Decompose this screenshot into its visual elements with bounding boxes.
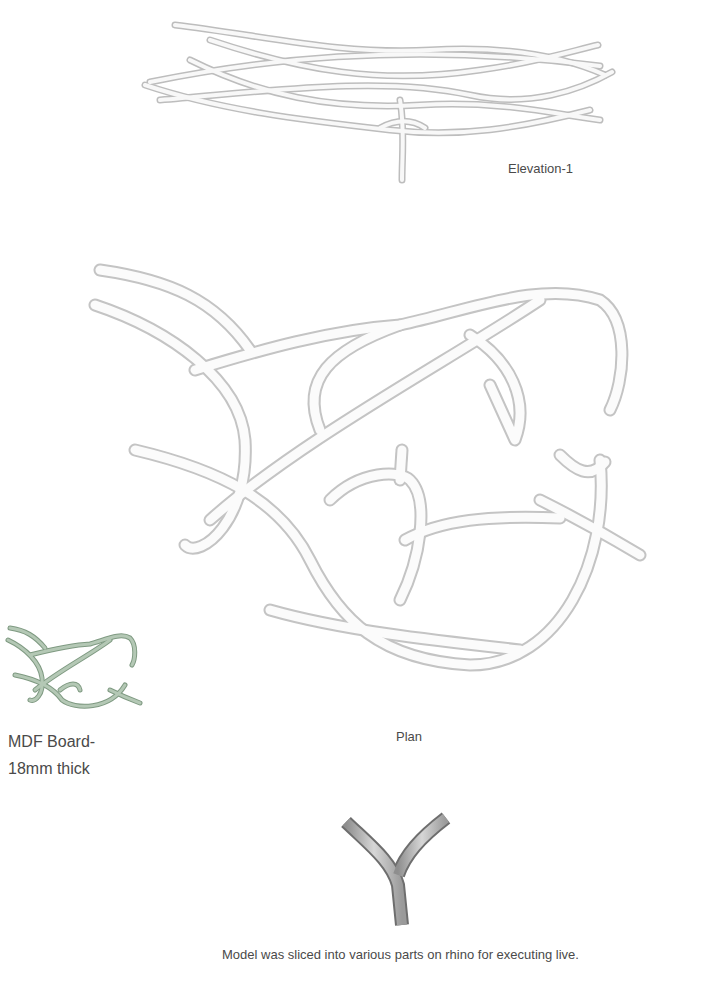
mdf-drawing (8, 628, 140, 706)
sliced-part (346, 818, 446, 925)
elevation-drawing (145, 25, 612, 180)
drawing-label: Plan (396, 729, 476, 745)
drawing-label: MDF Board- 18mm thick (8, 728, 120, 782)
plan-drawing (95, 270, 640, 665)
caption-note: Model was sliced into various parts on r… (222, 947, 702, 963)
drawing-label: Elevation-1 (508, 161, 658, 177)
